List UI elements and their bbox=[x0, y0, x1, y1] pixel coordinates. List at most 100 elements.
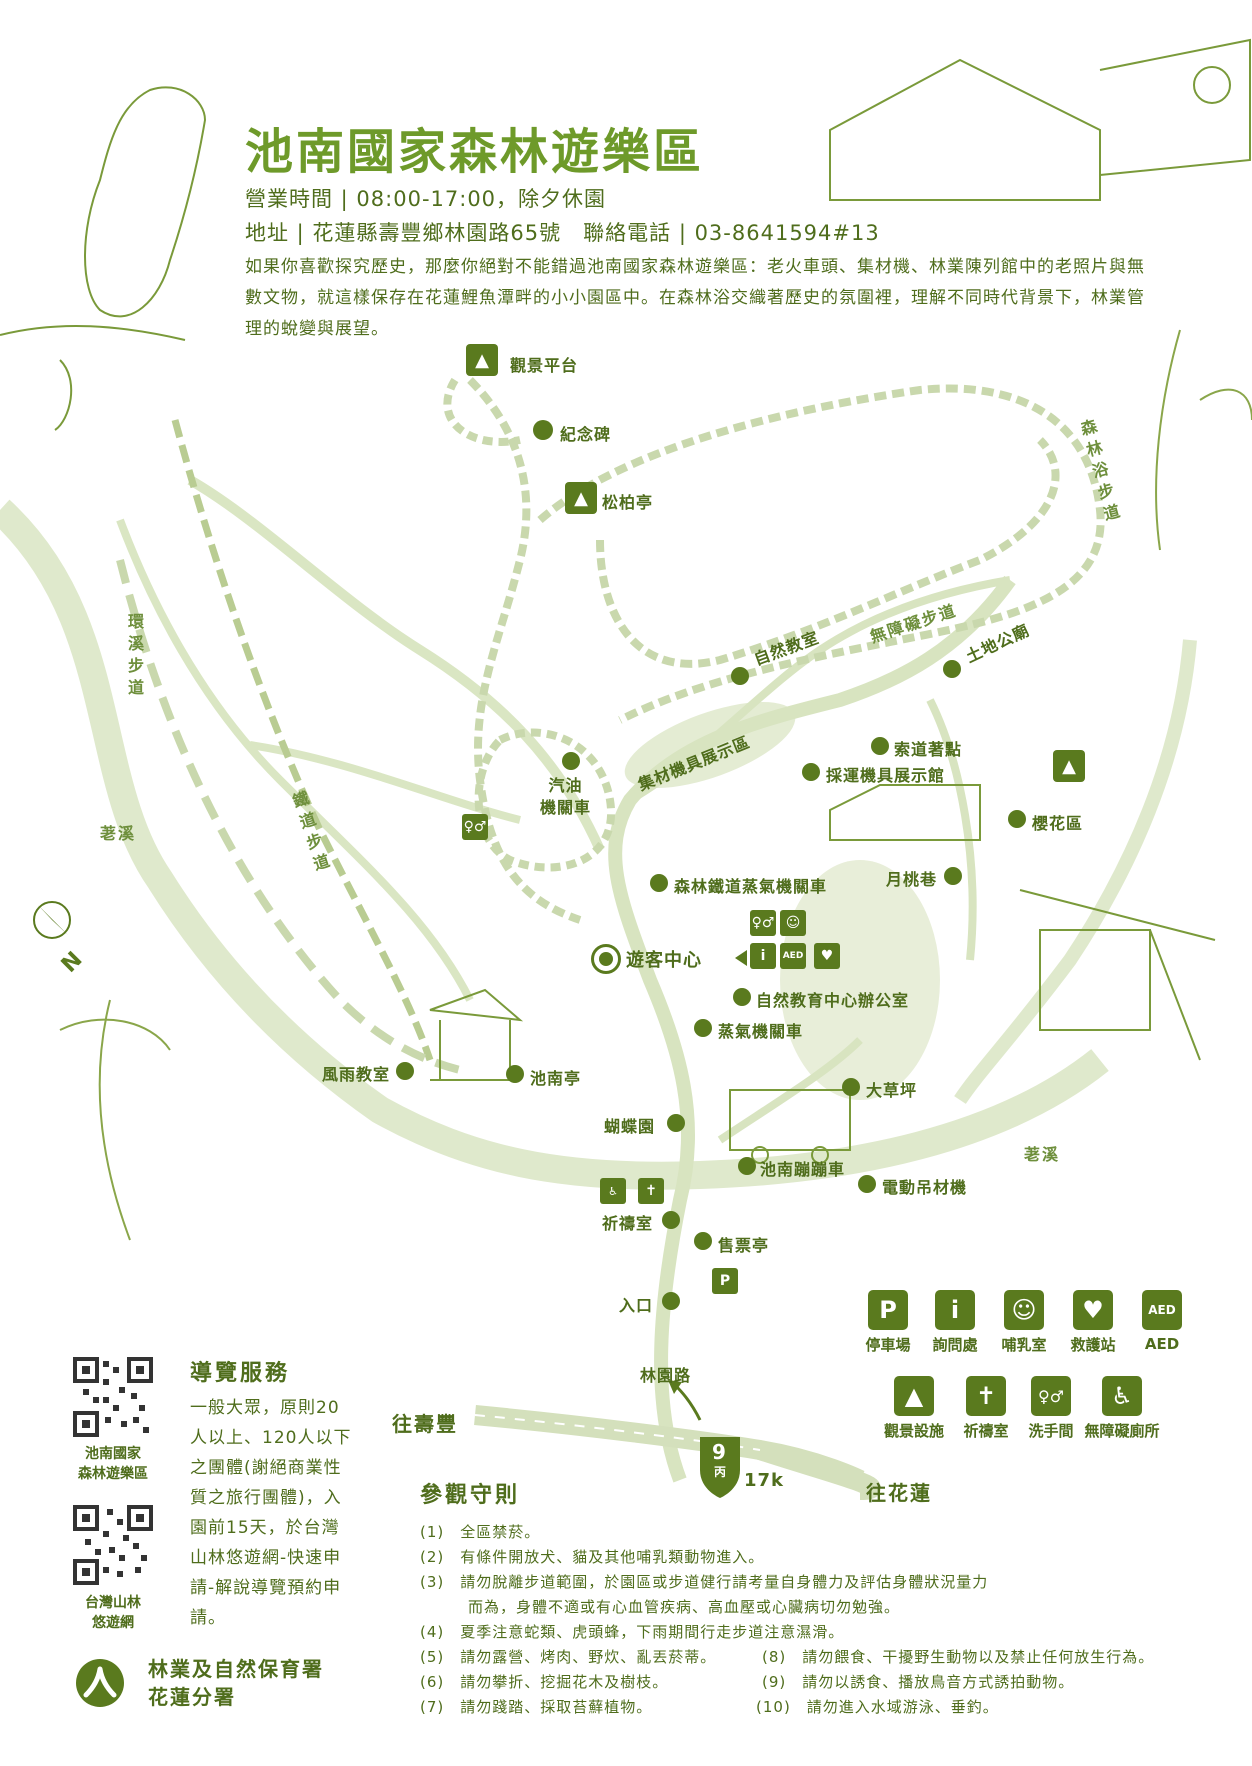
prayer-icon[interactable]: ✝ bbox=[638, 1178, 664, 1204]
pointer-arrow-icon bbox=[735, 950, 747, 966]
viewpoint-trail bbox=[467, 377, 582, 924]
stream-left bbox=[0, 499, 1109, 1190]
stream-right bbox=[954, 639, 1197, 1104]
compass-needle bbox=[38, 905, 68, 935]
accessible-toilet-icon[interactable]: ♿ bbox=[600, 1178, 626, 1204]
parking-icon[interactable]: P bbox=[712, 1268, 738, 1294]
marker-cherry-area[interactable] bbox=[1008, 810, 1026, 828]
label-visitor-center[interactable]: 遊客中心 bbox=[626, 950, 702, 971]
marker-nature-classroom[interactable] bbox=[731, 667, 749, 685]
forest-bath-trail bbox=[537, 384, 1105, 724]
marker-electric-crane[interactable] bbox=[858, 1175, 876, 1193]
prayer-icon: ✝ bbox=[966, 1376, 1006, 1416]
intro-text: 如果你喜歡探究歷史，那麼你絕對不能錯過池南國家森林遊樂區：老火車頭、集材機、林業… bbox=[245, 257, 1145, 339]
main-road bbox=[608, 575, 1016, 1483]
label-monument[interactable]: 紀念碑 bbox=[560, 425, 612, 444]
label-steam-locomotive[interactable]: 蒸氣機關車 bbox=[718, 1022, 804, 1041]
qr-caption-forest-site: 台灣山林 悠遊網 bbox=[85, 1595, 141, 1631]
label-pine-pavilion[interactable]: 松柏亭 bbox=[602, 493, 654, 512]
first-aid-icon: ♥ bbox=[1073, 1290, 1113, 1330]
label-chinan-train[interactable]: 池南蹦蹦車 bbox=[760, 1160, 846, 1179]
viewpoint-icon[interactable]: ▲ bbox=[1053, 750, 1085, 782]
label-chinan-pavilion[interactable]: 池南亭 bbox=[530, 1069, 582, 1088]
agency-name: 林業及自然保育署 花蓮分署 bbox=[148, 1657, 324, 1709]
marker-moon-peach-lane[interactable] bbox=[944, 867, 962, 885]
rule-item: (5) 請勿露營、烤肉、野炊、亂丟菸蒂。 bbox=[420, 1648, 717, 1666]
aed-icon[interactable]: AED bbox=[780, 943, 806, 969]
lawn-area bbox=[780, 860, 940, 1100]
label-nature-center-office[interactable]: 自然教育中心辦公室 bbox=[756, 991, 910, 1010]
marker-earth-god-temple[interactable] bbox=[943, 660, 961, 678]
marker-monument[interactable] bbox=[533, 420, 553, 440]
railway-trail bbox=[171, 419, 434, 1062]
label-to-hualien: 往花蓮 bbox=[866, 1481, 932, 1505]
label-steam-locomotive-forest[interactable]: 森林鐵道蒸氣機關車 bbox=[674, 877, 828, 896]
route-number: 9 bbox=[712, 1440, 726, 1464]
rule-item: (7) 請勿踐踏、採取苔蘚植物。 bbox=[420, 1698, 653, 1716]
viewpoint-icon[interactable]: ▲ bbox=[565, 482, 597, 514]
marker-chinan-pavilion[interactable] bbox=[506, 1065, 524, 1083]
marker-steam-locomotive-forest[interactable] bbox=[650, 874, 668, 892]
marker-prayer-room[interactable] bbox=[662, 1211, 680, 1229]
marker-lawn[interactable] bbox=[842, 1078, 860, 1096]
label-moon-peach-lane[interactable]: 月桃巷 bbox=[886, 870, 938, 889]
label-electric-crane[interactable]: 電動吊材機 bbox=[882, 1178, 968, 1197]
rule-item: 而為，身體不適或有心血管疾病、高血壓或心臟病切勿勉強。 bbox=[420, 1598, 901, 1616]
rule-item: (10) 請勿進入水域游泳、垂釣。 bbox=[756, 1698, 999, 1716]
label-cable-anchor[interactable]: 索道著點 bbox=[894, 740, 963, 759]
first-aid-icon[interactable]: ♥ bbox=[814, 943, 840, 969]
aed-icon: AED bbox=[1142, 1290, 1182, 1330]
marker-gas-locomotive[interactable] bbox=[562, 752, 580, 770]
label-to-shoufeng: 往壽豐 bbox=[392, 1412, 458, 1436]
page-title: 池南國家森林遊樂區 bbox=[245, 124, 705, 180]
info-icon[interactable]: i bbox=[750, 943, 776, 969]
viewpoint-icon: ▲ bbox=[894, 1376, 934, 1416]
nursing-room-icon: ☺ bbox=[1004, 1290, 1044, 1330]
restroom-icon[interactable]: ♀♂ bbox=[750, 910, 776, 936]
restroom-icon[interactable]: ♀♂ bbox=[462, 814, 488, 840]
restroom-icon: ♀♂ bbox=[1031, 1376, 1071, 1416]
label-butterfly-garden[interactable]: 蝴蝶園 bbox=[604, 1117, 656, 1136]
label-viewing-platform[interactable]: 觀景平台 bbox=[510, 356, 579, 375]
rule-item: (6) 請勿攀折、挖掘花木及樹枝。 bbox=[420, 1673, 669, 1691]
label-cherry-area[interactable]: 櫻花區 bbox=[1032, 814, 1084, 833]
marker-wind-rain-classroom[interactable] bbox=[396, 1062, 414, 1080]
nursing-room-icon[interactable]: ☺ bbox=[780, 910, 806, 936]
county-road-east bbox=[756, 1440, 881, 1500]
qr-code-park[interactable] bbox=[73, 1357, 153, 1437]
label-gas-locomotive[interactable]: 汽油 機關車 bbox=[540, 776, 592, 817]
marker-ticket-booth[interactable] bbox=[694, 1232, 712, 1250]
label-prayer-room[interactable]: 祈禱室 bbox=[602, 1214, 654, 1233]
building-illustration bbox=[829, 38, 1251, 201]
marker-logging-machine-hall[interactable] bbox=[802, 763, 820, 781]
label-lawn[interactable]: 大草坪 bbox=[866, 1081, 918, 1100]
info-icon: i bbox=[935, 1290, 975, 1330]
marker-entrance[interactable] bbox=[662, 1292, 680, 1310]
legend-nursing-room: ☺ 哺乳室 bbox=[984, 1290, 1064, 1355]
road-branch bbox=[717, 1037, 863, 1144]
road-branch-2 bbox=[926, 698, 977, 961]
label-logging-machine-hall[interactable]: 採運機具展示館 bbox=[826, 766, 946, 785]
rule-item: (4) 夏季注意蛇類、虎頭蜂，下雨期間行走步道注意濕滑。 bbox=[420, 1623, 845, 1641]
marker-nature-center-office[interactable] bbox=[733, 988, 751, 1006]
qr-code-forest-site[interactable] bbox=[73, 1505, 153, 1585]
label-stream-left: 荖溪 bbox=[100, 824, 137, 843]
legend-viewpoint: ▲ 觀景設施 bbox=[874, 1376, 954, 1441]
marker-steam-locomotive[interactable] bbox=[694, 1019, 712, 1037]
marker-cable-anchor[interactable] bbox=[871, 737, 889, 755]
rule-item: (8) 請勿餵食、干擾野生動物以及禁止任何放生行為。 bbox=[762, 1648, 1155, 1666]
label-entrance[interactable]: 入口 bbox=[619, 1296, 654, 1315]
viewpoint-icon[interactable]: ▲ bbox=[466, 344, 498, 376]
tree-illustration-left bbox=[59, 999, 171, 1241]
loop-west-2 bbox=[116, 518, 474, 1002]
label-wind-rain-classroom[interactable]: 風雨教室 bbox=[322, 1065, 391, 1084]
route-km: 17k bbox=[744, 1470, 785, 1491]
marker-butterfly-garden[interactable] bbox=[667, 1114, 685, 1132]
marker-visitor-center[interactable] bbox=[591, 944, 621, 974]
label-ticket-booth[interactable]: 售票亭 bbox=[718, 1236, 770, 1255]
qr-caption-park: 池南國家 森林遊樂區 bbox=[78, 1446, 148, 1482]
agency-logo-icon bbox=[76, 1659, 124, 1707]
marker-chinan-train[interactable] bbox=[738, 1157, 756, 1175]
guide-text: 一般大眾，原則20人以上、120人以下之團體(謝絕商業性質之旅行團體)，入園前1… bbox=[190, 1398, 352, 1628]
path-center bbox=[628, 576, 1011, 804]
